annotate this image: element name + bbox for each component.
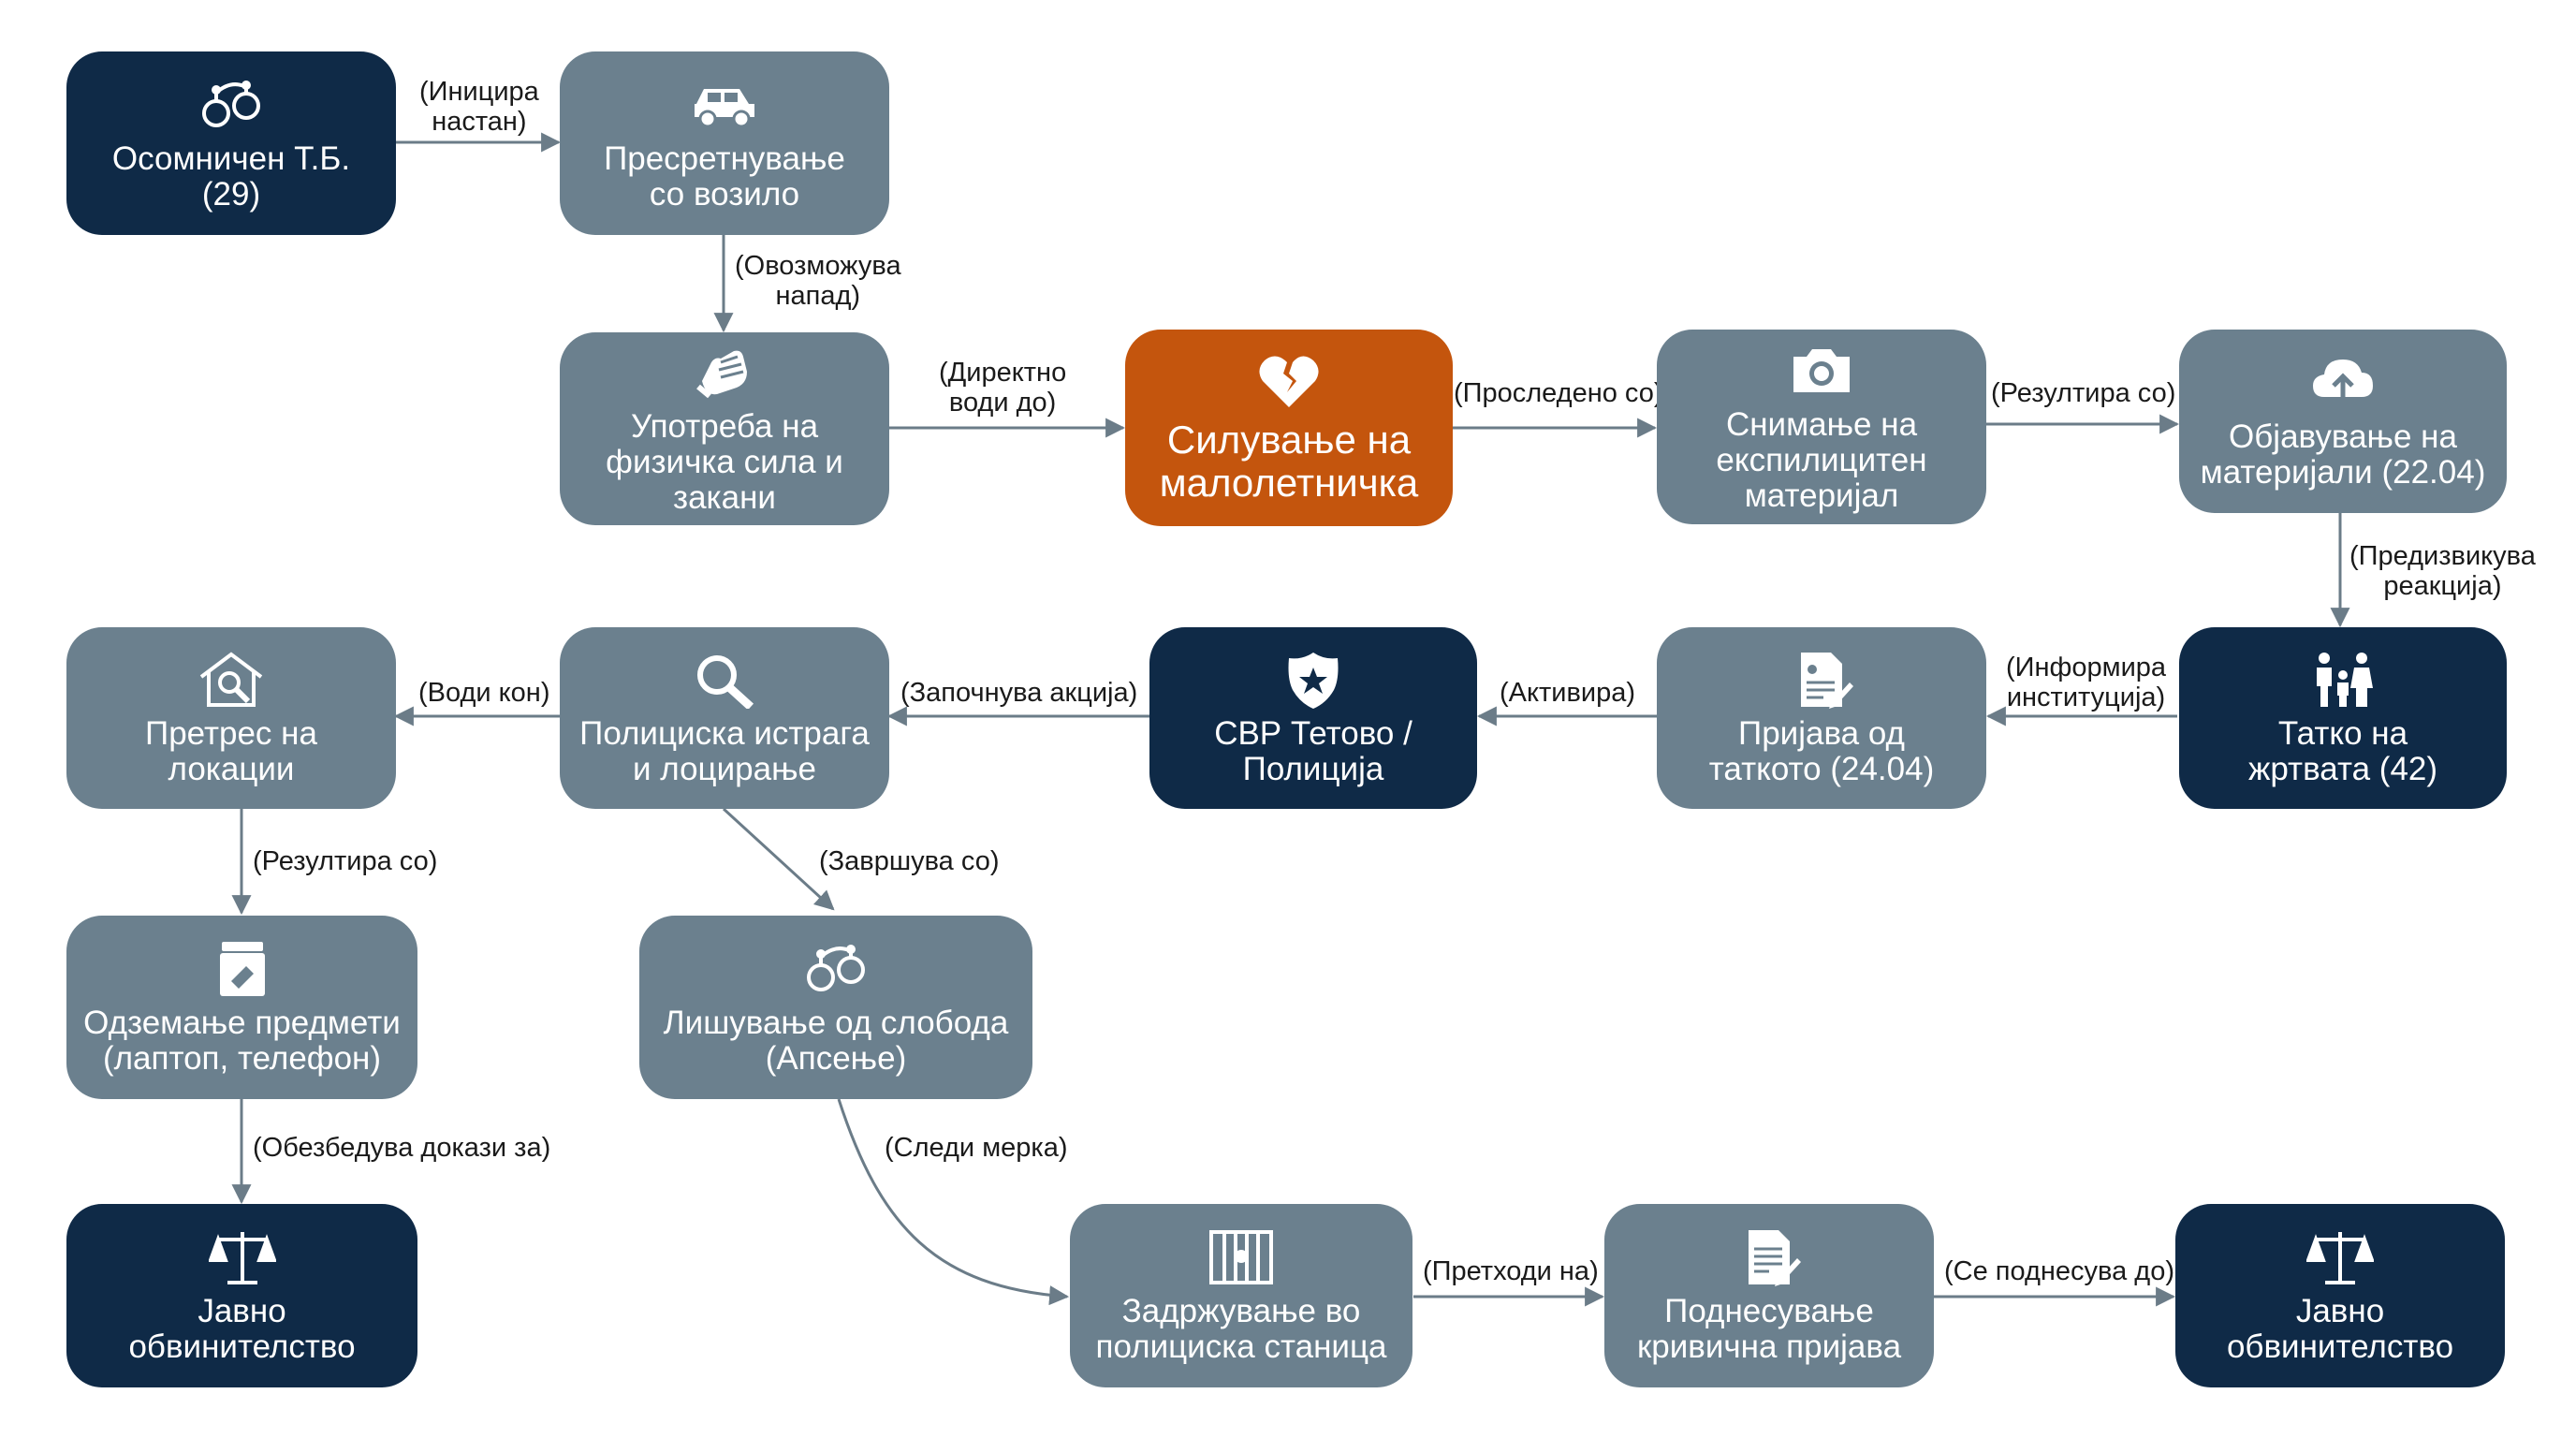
edge-label-enables: (Овозможува напад) (735, 251, 901, 311)
edge-label-starts-action: (Започнува акција) (900, 678, 1138, 708)
node-label: Татко на жртвата (42) (2247, 715, 2438, 787)
edge-label-submitted-to: (Се поднесува до) (1944, 1256, 2175, 1286)
node-label: Задржување во полициска станица (1095, 1293, 1387, 1365)
cloud-upload-icon (2305, 352, 2380, 414)
node-search: Претрес на локации (66, 627, 396, 809)
fist-icon (687, 342, 762, 404)
node-label: Поднесување кривична пријава (1636, 1293, 1902, 1365)
node-label: Силување на малолетничка (1159, 418, 1419, 505)
node-arrest: Лишување од слобода (Апсење) (639, 916, 1032, 1099)
handcuffs-icon (798, 938, 873, 1000)
car-icon (687, 74, 762, 136)
house-search-icon (194, 649, 269, 711)
edge-label-provides-evidence: (Обезбедува докази за) (253, 1133, 551, 1163)
node-prosecution-2: Јавно обвинителство (2175, 1204, 2505, 1387)
node-complaint: Поднесување кривична пријава (1604, 1204, 1934, 1387)
node-label: Осомничен Т.Б. (29) (111, 140, 351, 213)
edge-label-leads-to: (Директно води до) (939, 358, 1067, 418)
node-label: Снимање на експилицитен материјал (1716, 406, 1927, 514)
document-pen-icon (1732, 1226, 1807, 1288)
edge-label-activates: (Активира) (1500, 678, 1636, 708)
document-icon (1784, 649, 1859, 711)
edge-investigation-arrest (722, 807, 835, 911)
handcuffs-icon (194, 74, 269, 136)
node-label: Одземање предмети (лаптоп, телефон) (83, 1005, 401, 1077)
node-label: Јавно обвинителство (2226, 1293, 2454, 1365)
node-detention: Задржување во полициска станица (1070, 1204, 1412, 1387)
scales-icon (205, 1226, 280, 1288)
edge-label-provokes: (Предизвикува реакција) (2349, 541, 2536, 601)
edge-label-informs: (Информира институција) (2006, 653, 2167, 712)
node-label: Полициска истрага и лоцирање (579, 715, 870, 787)
edge-label-precedes: (Претходи на) (1423, 1256, 1599, 1286)
node-rape: Силување на малолетничка (1125, 330, 1453, 526)
node-investigation: Полициска истрага и лоцирање (560, 627, 889, 809)
edge-label-results-in: (Резултира со) (1991, 378, 2176, 408)
node-suspect: Осомничен Т.Б. (29) (66, 51, 396, 235)
evidence-bag-icon (205, 938, 280, 1000)
node-intercept: Пресретнување со возило (560, 51, 889, 235)
node-label: Пријава од таткото (24.04) (1708, 715, 1935, 787)
jail-icon (1204, 1226, 1279, 1288)
node-label: Лишување од слобода (Апсење) (663, 1005, 1009, 1077)
magnifier-icon (687, 649, 762, 711)
node-prosecution-1: Јавно обвинителство (66, 1204, 417, 1387)
node-label: СВР Тетово / Полиција (1214, 715, 1412, 787)
node-report: Пријава од таткото (24.04) (1657, 627, 1986, 809)
scales-icon (2303, 1226, 2378, 1288)
police-badge-icon (1276, 649, 1351, 711)
node-svr: СВР Тетово / Полиција (1149, 627, 1477, 809)
family-icon (2305, 649, 2380, 711)
node-publishing: Објавување на материјали (22.04) (2179, 330, 2507, 513)
edge-label-ends-with: (Завршува со) (819, 846, 1000, 876)
node-label: Претрес на локации (145, 715, 317, 787)
edge-arrest-detention (837, 1098, 1070, 1306)
node-label: Јавно обвинителство (128, 1293, 356, 1365)
camera-icon (1784, 340, 1859, 402)
edge-label-initiates: (Иницира настан) (419, 77, 539, 137)
node-seizure: Одземање предмети (лаптоп, телефон) (66, 916, 417, 1099)
node-filming: Снимање на експилицитен материјал (1657, 330, 1986, 524)
edge-label-results-in-2: (Резултира со) (253, 846, 438, 876)
node-label: Објавување на материјали (22.04) (2200, 418, 2486, 491)
edge-label-followed-by: (Проследено со) (1454, 378, 1663, 408)
broken-heart-icon (1251, 351, 1326, 413)
node-label: Пресретнување со возило (604, 140, 845, 213)
node-label: Употреба на физичка сила и закани (606, 408, 843, 516)
edge-label-follows-measure: (Следи мерка) (885, 1133, 1068, 1163)
node-force: Употреба на физичка сила и закани (560, 332, 889, 525)
node-father: Татко на жртвата (42) (2179, 627, 2507, 809)
edge-label-leads-toward: (Води кон) (418, 678, 550, 708)
